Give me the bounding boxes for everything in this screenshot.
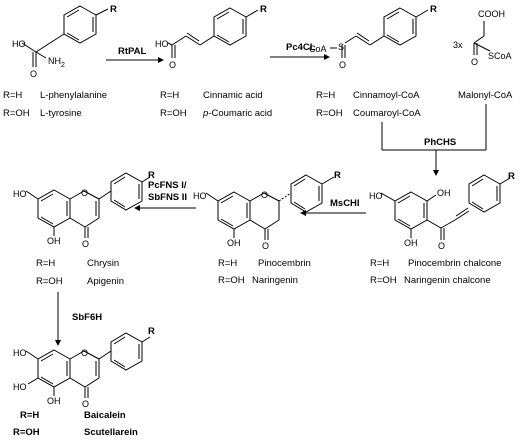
pino-name2: Naringenin <box>252 275 298 286</box>
chal-r1: R=H <box>370 258 389 269</box>
mal-multiplier: 3x <box>453 40 463 50</box>
cin-name2: p-Coumaric acid <box>202 108 272 119</box>
pino-name1: Pinocembrin <box>258 258 311 269</box>
chal-r-group: R <box>508 171 515 182</box>
enzyme-fns-line1: PcFNS I/ <box>148 180 187 191</box>
chal-oh-bottom: OH <box>404 238 418 248</box>
mal-scoa: SCoA <box>488 51 512 61</box>
chalcone-structure: HO OH OH O R <box>369 171 515 251</box>
coa-r2: R=OH <box>316 108 343 119</box>
pinocembrin-structure: O O HO OH R <box>193 170 341 251</box>
phe-r1: R=H <box>3 90 22 101</box>
cin-oxygen: O <box>169 60 176 70</box>
r-group-label: R <box>110 4 117 15</box>
coa-name1: Cinnamoyl-CoA <box>353 90 420 101</box>
baic-r2: R=OH <box>13 427 40 438</box>
baic-ho-6: HO <box>13 382 27 392</box>
chal-oh-right: OH <box>437 188 451 198</box>
pino-ho-left: HO <box>193 191 207 201</box>
baicalein-structure: O O HO HO OH R <box>13 326 155 409</box>
cinnamoyl-coa-structure: S CoA O R <box>309 4 437 70</box>
coa-sulfur: S <box>338 42 344 52</box>
pino-r1: R=H <box>218 258 237 269</box>
chry-name2: Apigenin <box>87 276 124 287</box>
enzyme-pc4cl: Pc4CL <box>286 42 316 53</box>
baic-r1: R=H <box>20 410 39 421</box>
chry-oh-bottom: OH <box>47 236 61 246</box>
cin-hydroxyl: HO <box>155 39 169 49</box>
chry-ring-oxygen: O <box>81 188 88 198</box>
mal-cooh: COOH <box>478 9 505 19</box>
baic-r-group: R <box>148 326 155 337</box>
chry-name1: Chrysin <box>87 258 119 269</box>
enzyme-phchs: PhCHS <box>424 137 456 148</box>
pino-carbonyl: O <box>262 241 269 251</box>
carbonyl-atom: O <box>30 69 37 79</box>
enzyme-rtpal: RtPAL <box>118 46 147 57</box>
chal-name1: Pinocembrin chalcone <box>408 258 501 269</box>
coa-r-group: R <box>430 4 437 15</box>
cinnamic-acid-structure: HO O R <box>155 4 267 70</box>
chry-r2: R=OH <box>36 276 63 287</box>
cin-name1: Cinnamic acid <box>203 90 263 101</box>
phe-r2: R=OH <box>3 108 30 119</box>
pino-r-group: R <box>334 170 341 181</box>
mal-oxygen: O <box>471 57 478 67</box>
enzyme-sbf6h: SbF6H <box>72 312 102 323</box>
chal-r2: R=OH <box>370 275 397 286</box>
baic-carbonyl: O <box>82 399 89 409</box>
chal-carbonyl: O <box>438 241 445 251</box>
pino-ring-oxygen: O <box>261 190 268 200</box>
baic-ho-7: HO <box>13 348 27 358</box>
chry-ho-left: HO <box>13 189 27 199</box>
pino-r2: R=OH <box>218 275 245 286</box>
malonyl-coa-structure: COOH 3x O SCoA <box>453 9 512 67</box>
coa-r1: R=H <box>316 90 335 101</box>
chry-r1: R=H <box>36 258 55 269</box>
enzyme-mschi: MsCHI <box>330 198 360 209</box>
chal-ho-left: HO <box>369 191 383 201</box>
phe-name2: L-tyrosine <box>40 108 82 119</box>
cin-r2: R=OH <box>160 108 187 119</box>
phenylalanine-structure: HO O NH2 R <box>12 4 117 79</box>
cin-r1: R=H <box>160 90 179 101</box>
baic-name2: Scutellarein <box>84 427 138 438</box>
coa-group: CoA <box>309 44 327 54</box>
coa-name2: Coumaroyl-CoA <box>353 108 421 119</box>
baic-ring-oxygen: O <box>81 348 88 358</box>
chry-r-group: R <box>148 170 155 181</box>
enzyme-fns-line2: SbFNS II <box>148 192 187 203</box>
chry-carbonyl: O <box>82 239 89 249</box>
chrysin-structure: O O HO OH R <box>13 170 155 249</box>
cin-r-group: R <box>260 4 267 15</box>
pino-oh-bottom: OH <box>227 238 241 248</box>
baic-name1: Baicalein <box>84 410 126 421</box>
coa-oxygen: O <box>339 60 346 70</box>
baic-oh-5: OH <box>47 396 61 406</box>
mal-name: Malonyl-CoA <box>458 90 513 101</box>
chal-name2: Naringenin chalcone <box>404 275 491 286</box>
amine-atom: NH2 <box>48 56 65 69</box>
phe-name1: L-phenylalanine <box>40 90 107 101</box>
hydroxyl-atom: HO <box>12 39 26 49</box>
